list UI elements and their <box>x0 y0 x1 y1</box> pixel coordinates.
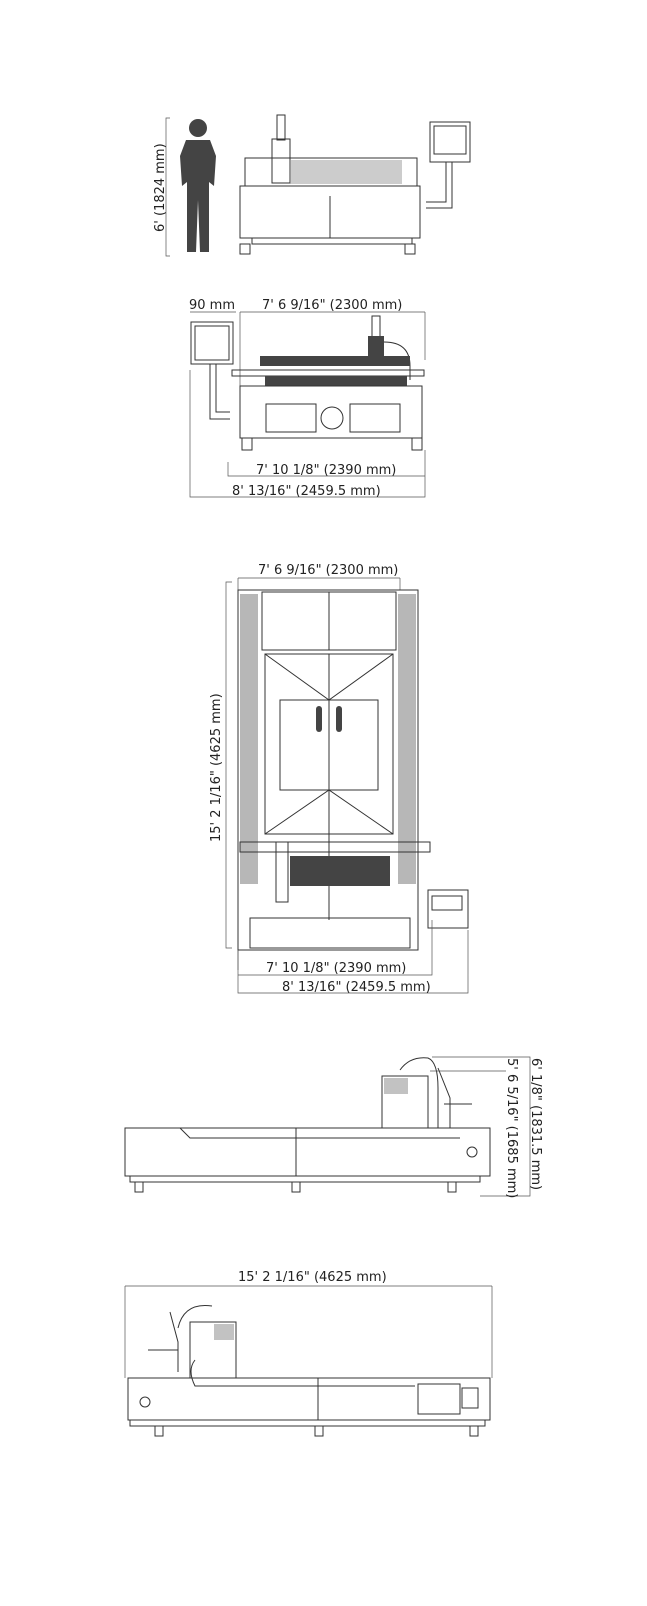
top-overall-width-label: 8' 13/16" (2459.5 mm) <box>282 980 431 995</box>
front-overall-width-label: 8' 13/16" (2459.5 mm) <box>232 484 381 499</box>
left-length-label: 15' 2 1/16" (4625 mm) <box>238 1270 387 1285</box>
front-view-with-person: 6' (1824 mm) <box>153 114 471 257</box>
top-base-width-label: 7' 10 1/8" (2390 mm) <box>266 961 406 976</box>
side-overall-height-label: 6' 1/8" (1831.5 mm) <box>528 1058 543 1190</box>
top-length-label: 15' 2 1/16" (4625 mm) <box>209 693 224 842</box>
person-height-label: 6' (1824 mm) <box>153 143 168 232</box>
left-side-view: 15' 2 1/16" (4625 mm) <box>124 1270 493 1437</box>
front-view-dimensioned: 90 mm 7' 6 9/16" (2300 mm) 7' 10 1/8" (2… <box>189 298 426 499</box>
top-view: 7' 6 9/16" (2300 mm) 15' 2 1/16" (4625 m… <box>209 563 469 995</box>
front-base-width-label: 7' 10 1/8" (2390 mm) <box>256 463 396 478</box>
machine-front-view <box>239 114 471 255</box>
person-silhouette <box>180 119 216 252</box>
side-machine-height-label: 5' 6 5/16" (1685 mm) <box>504 1058 519 1198</box>
top-width-label: 7' 6 9/16" (2300 mm) <box>258 563 398 578</box>
panel-offset-label: 90 mm <box>189 298 235 313</box>
front-width-label: 7' 6 9/16" (2300 mm) <box>262 298 402 313</box>
right-side-view: 6' 1/8" (1831.5 mm) 5' 6 5/16" (1685 mm) <box>124 1056 543 1198</box>
